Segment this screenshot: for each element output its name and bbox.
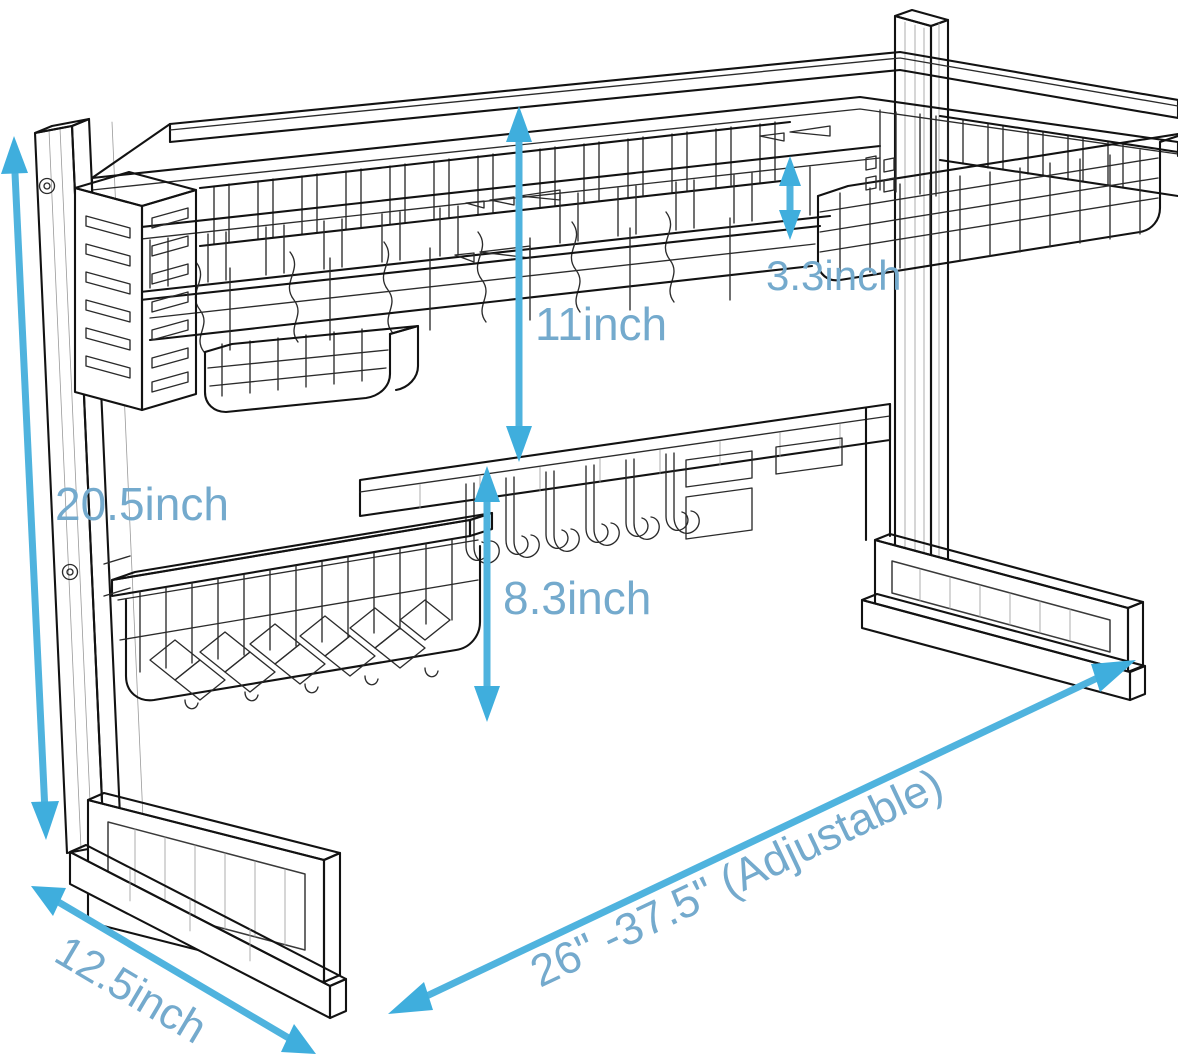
top-shelf — [90, 50, 1178, 248]
middle-shelf — [94, 144, 882, 353]
basket-mesh — [149, 599, 451, 701]
dimension-label-overall-height: 20.5inch — [55, 478, 229, 530]
top-shelf-dividers — [213, 121, 776, 245]
lower-basket — [110, 511, 494, 710]
hook-icon — [545, 470, 580, 552]
utensil-slots-side — [151, 207, 189, 393]
dimension-overall-height: 20.5inch — [1, 136, 229, 840]
side-basket — [816, 109, 1178, 282]
basket-feet — [184, 667, 439, 710]
hook-icon — [625, 458, 660, 540]
basket-vertical-wires — [139, 539, 453, 673]
hook-icon — [585, 464, 620, 546]
hook-icon — [665, 452, 700, 534]
dimension-lower-clearance: 8.3inch — [474, 466, 651, 722]
dimension-label-side-basket: 3.3inch — [766, 252, 901, 299]
dimension-label-lower-clearance: 8.3inch — [503, 572, 651, 624]
dimension-upper-clearance: 11inch — [506, 106, 667, 462]
hook-icon — [505, 476, 540, 558]
left-foot — [68, 791, 348, 1020]
top-shelf-right-dividers — [947, 117, 1124, 189]
right-foot — [860, 532, 1147, 702]
mid-cross-support — [103, 555, 131, 597]
dimension-side-basket: 3.3inch — [766, 156, 901, 299]
utensil-holder — [73, 170, 198, 412]
upper-hanging-basket — [203, 324, 420, 414]
hook-rail — [358, 402, 892, 542]
utensil-slots — [85, 215, 131, 379]
dimension-label-upper-clearance: 11inch — [535, 298, 667, 350]
